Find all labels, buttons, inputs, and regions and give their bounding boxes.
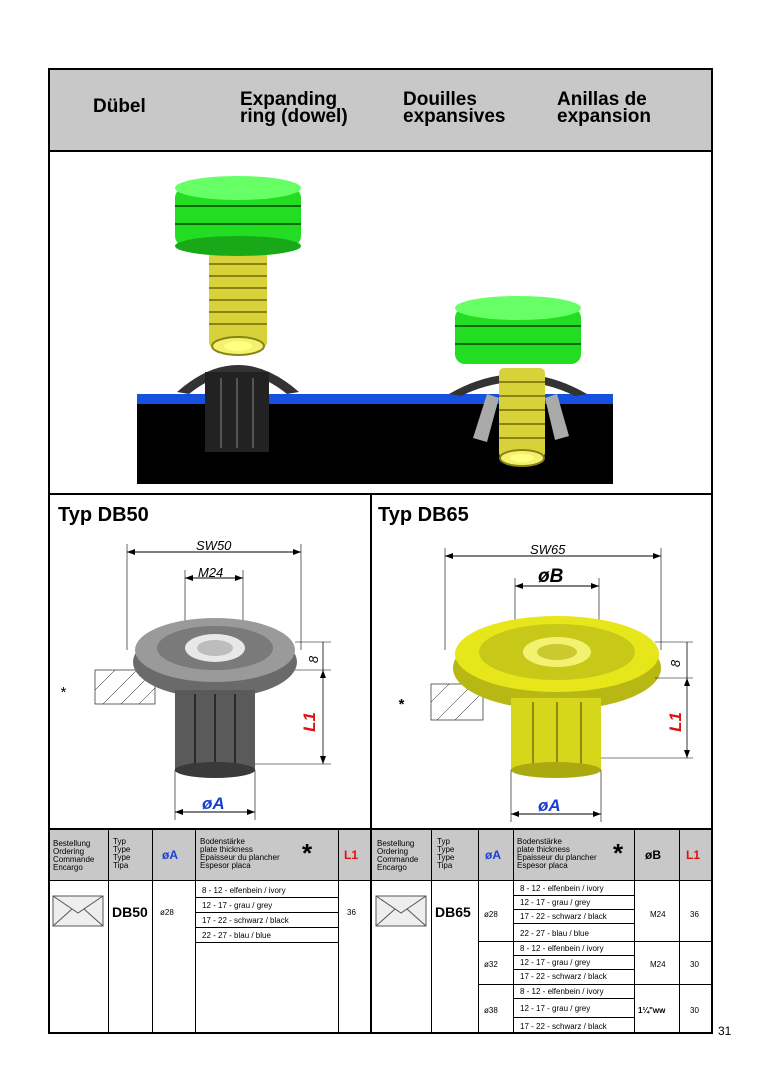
left-h-a: øA — [162, 848, 178, 862]
right-g3-a: ø38 — [484, 1006, 498, 1015]
right-oa: øA — [538, 796, 561, 815]
left-h-star: * — [302, 838, 313, 868]
divider-photo — [50, 493, 711, 495]
left-sw: SW50 — [196, 538, 232, 553]
header-de: Dübel — [93, 96, 146, 117]
right-drawing — [430, 548, 693, 822]
left-title: Typ DB50 — [58, 504, 149, 526]
order-envelope-icon[interactable] — [375, 895, 427, 927]
product-render — [137, 176, 613, 484]
left-type: DB50 — [112, 904, 148, 920]
right-h-star: * — [613, 838, 624, 868]
right-dim8: 8 — [668, 659, 684, 668]
left-oa: øA — [202, 794, 225, 813]
left-m: M24 — [198, 565, 224, 580]
right-ob: øB — [538, 566, 564, 587]
divider-vertical — [370, 493, 372, 1032]
right-g1-a: ø28 — [484, 910, 498, 919]
right-table-header — [372, 830, 711, 881]
right-title: Typ DB65 — [378, 504, 469, 526]
right-h-l1: L1 — [686, 848, 701, 862]
right-l1: L1 — [665, 712, 685, 732]
right-g1-b: M24 — [650, 910, 666, 919]
right-g2-l1: 30 — [690, 960, 699, 969]
right-h-b: øB — [645, 848, 661, 862]
left-table-header — [50, 830, 370, 881]
right-g2-b: M24 — [650, 960, 666, 969]
page-frame — [48, 68, 713, 1034]
divider-drawing — [50, 828, 711, 830]
left-a: ø28 — [160, 908, 174, 917]
order-envelope-icon[interactable] — [52, 895, 104, 927]
left-h-l1: L1 — [344, 848, 359, 862]
left-drawing — [94, 544, 331, 820]
left-star: * — [60, 684, 66, 701]
page-number: 31 — [718, 1024, 732, 1038]
right-g1-l1: 36 — [690, 910, 699, 919]
left-l1: L1 — [299, 712, 319, 732]
left-dim8: 8 — [306, 655, 322, 664]
header-band — [50, 70, 711, 152]
right-g3-b: 1¼"ww — [638, 1006, 666, 1015]
right-g3-l1: 30 — [690, 1006, 699, 1015]
right-type: DB65 — [435, 904, 471, 920]
right-sw: SW65 — [530, 542, 566, 557]
right-star: * — [398, 696, 404, 713]
right-g2-a: ø32 — [484, 960, 498, 969]
right-h-a: øA — [485, 848, 501, 862]
left-l1: 36 — [347, 908, 356, 917]
